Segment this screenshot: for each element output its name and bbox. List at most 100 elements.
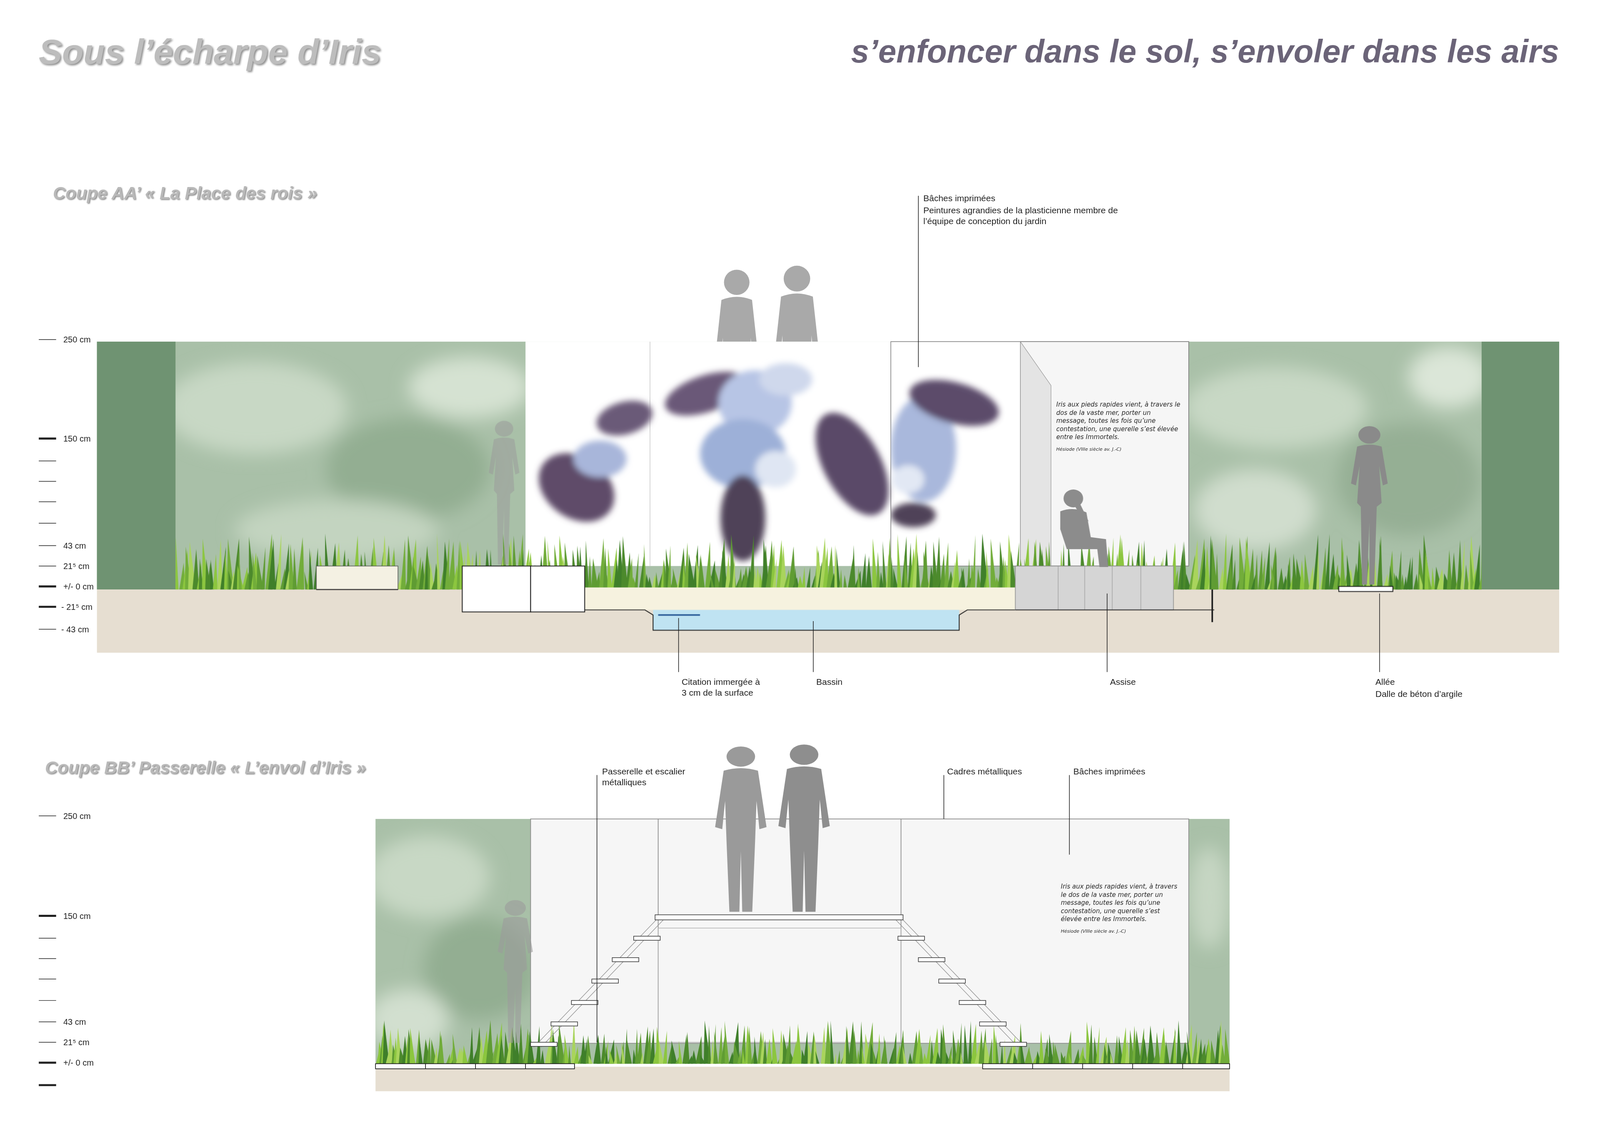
leader-lines-part	[678, 618, 679, 673]
grass-blade	[710, 573, 715, 590]
grass-blade	[607, 1039, 615, 1065]
quotation-source: Hésiode (VIIIe siècle av. J.-C)	[1056, 446, 1183, 453]
height-scale-part	[38, 1021, 57, 1023]
grass-blade	[662, 1030, 667, 1064]
grass-blade	[616, 1045, 621, 1064]
iris-painting	[525, 362, 1004, 561]
grass-blade	[1107, 1042, 1115, 1064]
height-scale-part	[38, 815, 57, 817]
printed-panels-part	[1020, 341, 1189, 567]
grass-blade	[605, 1046, 609, 1064]
watercolor-wall-part	[97, 341, 1560, 590]
grass-blade	[1191, 539, 1199, 590]
leader-lines-part	[917, 195, 919, 368]
footbridge-and-stairs-part	[540, 917, 666, 1048]
watercolor-wall-part-part	[1188, 846, 1230, 949]
annotation: Cadres métalliques	[947, 766, 1023, 778]
grass-blade	[902, 1046, 908, 1064]
grass-blade	[749, 535, 755, 590]
visitor-silhouettes	[488, 420, 1388, 585]
grass-blade	[300, 543, 305, 590]
paving-part	[375, 1063, 575, 1069]
height-mark: - 21⁵ cm	[61, 602, 93, 613]
watercolor-wall-part-part	[1193, 469, 1317, 551]
height-scale-part	[38, 545, 57, 546]
section-profile-part	[316, 589, 398, 590]
grass-blade	[963, 1025, 969, 1065]
footbridge-and-stairs-part	[979, 1022, 1007, 1027]
grass-blade	[986, 551, 990, 590]
height-scale-part	[38, 585, 57, 588]
height-scale-part	[38, 915, 57, 918]
annotation: Bâches imprimées	[923, 192, 996, 204]
iris-painting-part-part	[891, 465, 925, 494]
grass-blade	[573, 1046, 579, 1064]
visitor-silhouettes-part	[1350, 426, 1388, 585]
grass-blade	[603, 1040, 609, 1064]
visitor-silhouettes-part	[715, 746, 767, 913]
paving-part	[1032, 1063, 1034, 1069]
footbridge-and-stairs-part	[1000, 1042, 1027, 1047]
height-scale-part	[38, 605, 57, 608]
grass-blade	[585, 540, 590, 590]
grass-blade	[765, 1038, 773, 1064]
grass-blade	[891, 1032, 897, 1064]
grass-blade	[857, 567, 861, 590]
annotation: Peintures agrandies de la plasticienne m…	[923, 205, 1145, 227]
grass-blade	[960, 1052, 964, 1064]
grass-blade	[175, 537, 179, 590]
grass-blade	[730, 534, 737, 590]
grass-blade	[1316, 550, 1320, 590]
leader-lines-part	[1379, 593, 1380, 673]
grass-blade	[238, 550, 243, 590]
height-scale-part	[38, 522, 57, 524]
grass-blade	[1215, 553, 1219, 590]
grass-blade	[1125, 1040, 1130, 1065]
grass-blade	[640, 1052, 644, 1064]
height-mark: 150 cm	[63, 433, 91, 444]
grass-blade	[772, 1028, 778, 1064]
grass-blade	[762, 1039, 768, 1064]
quotation-text: Iris aux pieds rapides vient, à travers …	[1060, 882, 1183, 924]
grass-blade	[897, 534, 902, 590]
grass-blade	[588, 1055, 594, 1064]
grass-blade	[401, 1036, 408, 1065]
section-profile-part	[584, 587, 1015, 610]
grass-blade	[426, 1037, 431, 1064]
grass-blade	[1060, 1052, 1067, 1065]
height-scale-part	[38, 1042, 57, 1043]
annotation: Bâches imprimées	[1073, 766, 1146, 778]
grass-blade	[890, 557, 894, 590]
footbridge-and-stairs-part	[591, 979, 619, 984]
grass-blade	[839, 569, 843, 590]
grass-blade	[802, 1031, 808, 1065]
grass	[175, 533, 1482, 590]
grass-blade	[607, 548, 613, 590]
grass-blade	[1173, 570, 1178, 590]
height-scale-part	[38, 938, 57, 939]
grass-blade	[1000, 1044, 1004, 1064]
section-profile-part	[584, 610, 1015, 631]
grass-blade	[462, 1045, 469, 1064]
grass-blade	[1431, 567, 1435, 590]
grass-blade	[753, 1036, 758, 1064]
grass-blade	[830, 1020, 835, 1064]
height-scale-part	[38, 1084, 57, 1087]
grass-blade	[772, 558, 777, 590]
grass-blade	[567, 1045, 571, 1064]
height-mark: +/- 0 cm	[63, 581, 94, 592]
section-profile-part	[1211, 589, 1214, 623]
grass-blade	[714, 1031, 719, 1064]
annotation: Passerelle et escalier métalliques	[602, 766, 709, 788]
leader-lines	[597, 195, 1380, 1043]
grass-blade	[882, 541, 887, 590]
paving-part	[1182, 1063, 1184, 1069]
grass-blade	[1200, 548, 1206, 590]
section-profile-part	[1338, 586, 1393, 592]
quotation-panel: Iris aux pieds rapides vient, à travers …	[900, 819, 1189, 1043]
grass-blade	[806, 567, 811, 590]
footbridge-and-stairs-part	[918, 957, 945, 963]
iris-painting-part-part	[800, 401, 904, 528]
grass-blade	[833, 1053, 837, 1065]
